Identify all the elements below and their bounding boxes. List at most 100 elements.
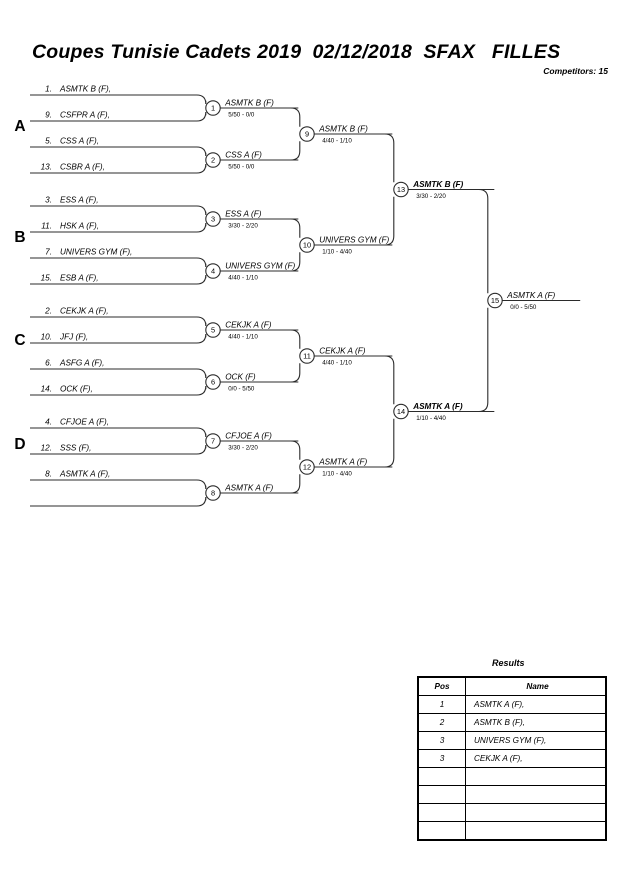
final-bottom (478, 307, 495, 413)
match-winner-10: UNIVERS GYM (F) (319, 236, 389, 245)
match-winner-9: ASMTK B (F) (318, 125, 368, 134)
match-score-2: 5/50 - 0/0 (228, 164, 255, 171)
match-winner-15: ASMTK A (F) (506, 291, 555, 300)
entry-seed-1: 1. (45, 85, 52, 94)
match-score-9: 4/40 - 1/10 (322, 138, 352, 145)
match-winner-5: CEKJK A (F) (225, 321, 272, 330)
competitors-count: Competitors: 15 (543, 66, 608, 76)
match-node-12[interactable] (299, 459, 315, 475)
match-node-8[interactable] (205, 485, 221, 501)
entry-seed-12: 14. (41, 385, 52, 394)
r3-m14-bottom (384, 418, 395, 468)
match-node-10[interactable] (299, 237, 315, 253)
entry-name-2: CSFPR A (F), (60, 111, 110, 120)
r1-m1-bottom (30, 111, 207, 122)
match-node-label-5: 5 (211, 326, 215, 335)
entry-seed-2: 9. (45, 111, 52, 120)
match-node-13[interactable] (393, 181, 409, 198)
match-node-11[interactable] (299, 348, 315, 364)
match-score-13: 3/30 - 2/20 (416, 193, 446, 200)
entry-name-8: ESB A (F), (60, 274, 99, 283)
entry-seed-10: 10. (41, 333, 52, 342)
match-score-6: 0/0 - 5/50 (228, 386, 255, 393)
r1-m8-top (30, 479, 207, 490)
r2-m10-top (290, 218, 301, 238)
results-row (417, 821, 607, 841)
results-row-pos (417, 785, 466, 804)
entry-seed-14: 12. (41, 444, 52, 453)
match-node-15[interactable] (487, 292, 503, 309)
r3-m13-bottom (384, 196, 395, 246)
group-letter-a: A (14, 118, 25, 135)
match-node-7[interactable] (205, 433, 221, 449)
entry-name-3: CSS A (F), (60, 137, 99, 146)
match-score-4: 4/40 - 1/10 (228, 275, 258, 282)
match-winner-8: ASMTK A (F) (224, 484, 273, 493)
results-col-pos: Pos (417, 676, 466, 696)
match-node-5[interactable] (205, 322, 221, 338)
r1-m1-top (30, 94, 207, 105)
r1-m8-bottom (30, 496, 207, 507)
results-row-pos: 2 (417, 713, 466, 732)
match-node-4[interactable] (205, 263, 221, 279)
match-winner-14: ASMTK A (F) (412, 402, 463, 411)
page-title: Coupes Tunisie Cadets 2019 02/12/2018 SF… (32, 41, 561, 63)
match-node-3[interactable] (205, 211, 221, 227)
group-letter-d: D (14, 436, 25, 453)
results-row-name: ASMTK A (F), (465, 695, 607, 714)
entry-seed-13: 4. (45, 418, 52, 427)
match-node-label-6: 6 (211, 378, 215, 387)
match-node-label-10: 10 (303, 241, 311, 250)
r2-m11-top (290, 329, 301, 349)
match-node-label-4: 4 (211, 267, 215, 276)
match-node-label-14: 14 (397, 407, 405, 416)
match-winner-1: ASMTK B (F) (224, 99, 274, 108)
results-title: Results (492, 658, 525, 668)
results-row-name: ASMTK B (F), (465, 713, 607, 732)
entry-name-7: UNIVERS GYM (F), (60, 248, 132, 257)
r2-m9-top (290, 107, 301, 127)
entry-name-11: ASFG A (F), (59, 359, 104, 368)
match-winner-13: ASMTK B (F) (412, 180, 463, 189)
entry-seed-3: 5. (45, 137, 52, 146)
match-score-3: 3/30 - 2/20 (228, 223, 258, 230)
r3-m14-top (384, 355, 395, 405)
results-row-name (465, 767, 607, 786)
match-winner-11: CEKJK A (F) (319, 347, 366, 356)
results-header-row: Pos Name (417, 676, 607, 696)
entry-seed-15: 8. (45, 470, 52, 479)
r1-m7-top (30, 427, 207, 438)
r1-m7-bottom (30, 444, 207, 455)
r1-m3-top (30, 205, 207, 216)
entry-seed-6: 11. (41, 222, 52, 231)
entry-seed-9: 2. (44, 307, 52, 316)
results-row-name: UNIVERS GYM (F), (465, 731, 607, 750)
r1-m4-top (30, 257, 207, 268)
match-score-10: 1/10 - 4/40 (322, 249, 352, 256)
match-winner-2: CSS A (F) (225, 151, 262, 160)
match-winner-4: UNIVERS GYM (F) (225, 262, 295, 271)
r1-m5-bottom (30, 333, 207, 344)
match-node-2[interactable] (205, 152, 221, 168)
match-winner-7: CFJOE A (F) (225, 432, 272, 441)
entry-seed-8: 15. (41, 274, 52, 283)
match-score-7: 3/30 - 2/20 (228, 445, 258, 452)
results-row (417, 785, 607, 804)
results-row-name: CEKJK A (F), (465, 749, 607, 768)
match-node-label-7: 7 (211, 437, 215, 446)
results-row (417, 803, 607, 822)
results-col-name: Name (465, 676, 607, 696)
match-score-11: 4/40 - 1/10 (322, 360, 352, 367)
entry-name-15: ASMTK A (F), (59, 470, 110, 479)
match-node-14[interactable] (393, 403, 409, 420)
match-node-6[interactable] (205, 374, 221, 390)
match-winner-3: ESS A (F) (225, 210, 262, 219)
results-row (417, 767, 607, 786)
match-node-1[interactable] (205, 100, 221, 116)
match-node-9[interactable] (299, 126, 315, 142)
